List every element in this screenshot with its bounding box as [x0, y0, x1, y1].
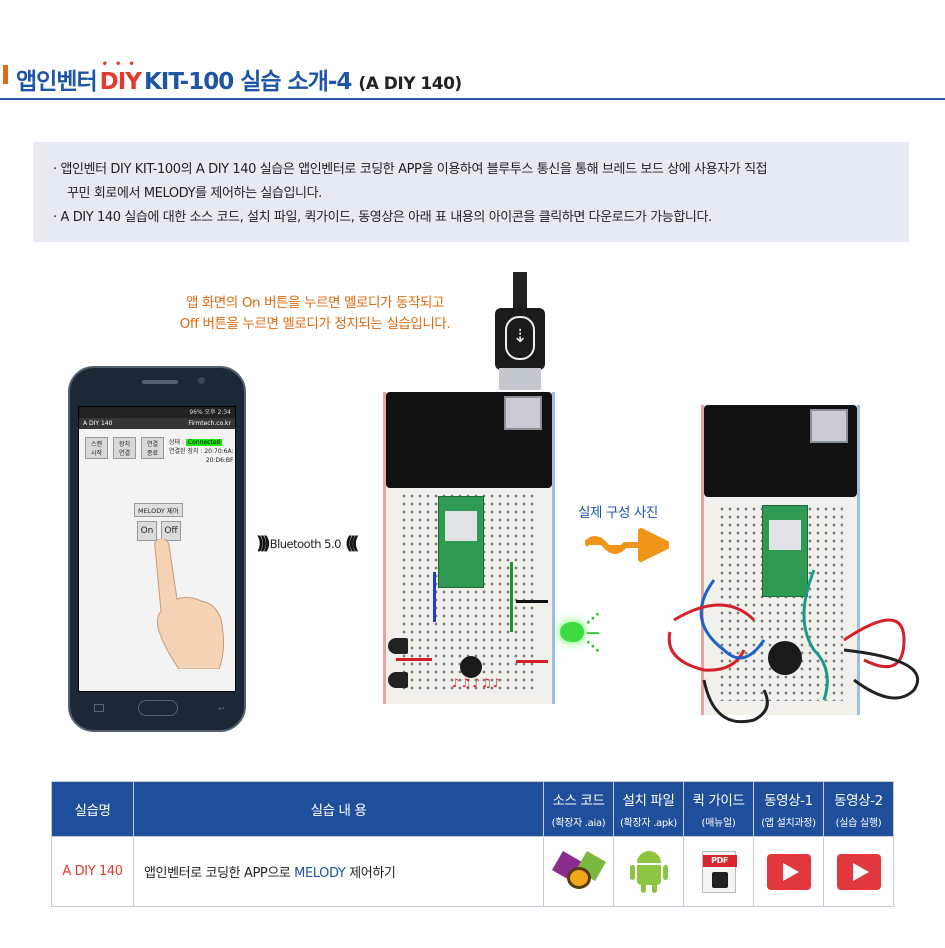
melody-control-label: MELODY 제어 [134, 503, 183, 517]
melody-buttons: On Off [137, 521, 181, 541]
play-icon[interactable] [836, 853, 881, 890]
info-box: · 앱인벤터 DIY KIT-100의 A DIY 140 실습은 앱인벤터로 … [33, 142, 909, 242]
title-prefix: 앱인벤터 [16, 69, 98, 95]
jumper-wire-red-2 [396, 658, 432, 661]
title-main: KIT-100 실습 소개-4 [143, 69, 352, 95]
device-label: 연결된 장치 : 20:70:6A: [169, 448, 234, 455]
jumper-wire-black [516, 600, 548, 603]
guide-download-cell: PDF [683, 836, 754, 907]
video2-cell [823, 836, 894, 907]
transistor-1 [388, 638, 408, 654]
home-button [138, 700, 178, 716]
usb-plug-head [499, 368, 541, 390]
melody-off-button[interactable]: Off [161, 521, 181, 541]
row-name: A DIY 140 [51, 836, 134, 907]
install-download-cell [613, 836, 684, 907]
music-notes-icon: ♪♫♪♫♪ [452, 676, 502, 690]
led-glow-icon: ⋰—⋱ [586, 611, 600, 655]
info-line-2: 꾸민 회로에서 MELODY를 제어하는 실습입니다. [67, 186, 322, 201]
bluetooth-indicator: ))) Bluetooth 5.0 ((( [256, 533, 360, 554]
transistor-2 [388, 672, 408, 688]
title-diy-text: DIY [99, 69, 142, 95]
state-label: 상태 : [169, 439, 184, 446]
phone-camera [198, 377, 205, 384]
info-line-1: · 앱인벤터 DIY KIT-100의 A DIY 140 실습은 앱인벤터로 … [53, 162, 768, 177]
header-content: 실습 내 용 [133, 781, 544, 837]
play-icon[interactable] [766, 853, 811, 890]
finger-hand-illustration [154, 539, 225, 669]
jumper-wire-blue [433, 572, 436, 622]
header-accent-bar [3, 65, 8, 84]
phone-speaker [142, 380, 178, 384]
caption-line-2: Off 버튼을 누르면 멜로디가 정지되는 실습입니다. [179, 316, 451, 332]
jumper-wire-green [510, 562, 513, 632]
header-video1: 동영상-1(앱 설치과정) [753, 781, 824, 837]
app-title: A DIY 140 [83, 420, 113, 427]
bluetooth-label: Bluetooth 5.0 [269, 536, 342, 551]
wavy-arrow-icon [585, 528, 669, 562]
source-download-cell [543, 836, 614, 907]
header-video2: 동영상-2(실습 실행) [823, 781, 894, 837]
phone-status-bar: 96% 오후 2:34 [79, 407, 235, 418]
device-address: 20:D6:BF [205, 457, 234, 464]
usb-plug-illustration: ⇣ [495, 272, 545, 390]
green-led [560, 622, 584, 642]
breadboard-diagram: ♪♫♪♫♪ [383, 392, 555, 704]
diagram-caption: 앱 화면의 On 버튼을 누르면 멜로디가 동작되고 Off 버튼을 누르면 멜… [150, 293, 480, 335]
usb-icon: ⇣ [505, 316, 535, 360]
usb-cable [513, 272, 527, 312]
header-name: 실습명 [51, 781, 134, 837]
connection-state: 상태 : Connected 연결된 장치 : 20:70:6A: 20:D6:… [169, 438, 234, 465]
practice-table: 실습명 실습 내 용 소스 코드(확장자 .aia) 설치 파일(확장자 .ap… [51, 781, 894, 907]
table-row: A DIY 140 앱인벤터로 코딩한 APP으로 MELODY 제어하기 PD… [51, 836, 894, 907]
row-content: 앱인벤터로 코딩한 APP으로 MELODY 제어하기 [133, 836, 544, 907]
wave-right-icon: ((( [344, 533, 360, 554]
app-inventor-icon[interactable] [551, 850, 606, 893]
state-value: Connected [185, 439, 223, 446]
diy-dots-decoration: ••• [101, 59, 142, 70]
pdf-icon[interactable]: PDF [701, 850, 737, 893]
caption-line-1: 앱 화면의 On 버튼을 누르면 멜로디가 동작되고 [185, 295, 445, 311]
wave-left-icon: ))) [256, 533, 271, 554]
table-header-row: 실습명 실습 내 용 소스 코드(확장자 .aia) 설치 파일(확장자 .ap… [51, 781, 894, 837]
app-domain: Firmtech.co.kr [188, 420, 231, 427]
back-icon: ↩ [218, 704, 225, 713]
phone-app-bar: A DIY 140 Firmtech.co.kr [79, 418, 235, 429]
title-sub: (A DIY 140) [358, 74, 462, 94]
melody-on-button[interactable]: On [137, 521, 157, 541]
info-line-3: · A DIY 140 실습에 대한 소스 코드, 설치 파일, 퀵가이드, 동… [53, 210, 712, 225]
buzzer-photo [768, 641, 802, 675]
usb-port [504, 396, 542, 430]
wires-photo [667, 569, 920, 724]
breadboard-photo [701, 405, 860, 715]
buzzer [460, 656, 482, 678]
android-icon[interactable] [629, 849, 669, 895]
bluetooth-module-photo [762, 505, 808, 597]
jumper-wire-red [516, 660, 548, 663]
recent-apps-icon [94, 704, 104, 712]
real-photo-label: 실제 구성 사진 [578, 505, 658, 521]
video1-cell [753, 836, 824, 907]
usb-port-photo [810, 409, 848, 443]
bluetooth-module-board [438, 496, 484, 588]
title-diy: •••DIY [99, 59, 142, 95]
header-install: 설치 파일(확장자 .apk) [613, 781, 684, 837]
header-source: 소스 코드(확장자 .aia) [543, 781, 614, 837]
header-guide: 퀵 가이드(매뉴얼) [683, 781, 754, 837]
